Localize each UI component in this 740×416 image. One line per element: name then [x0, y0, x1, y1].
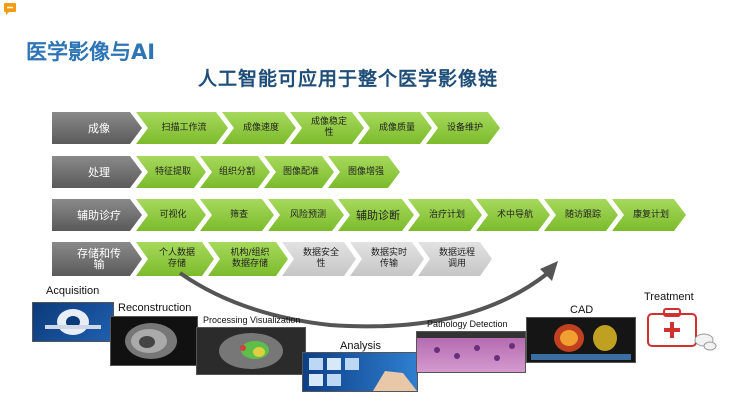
- row-label: 辅助诊疗: [52, 199, 142, 231]
- step-chevron: 随访跟踪: [544, 199, 618, 231]
- step-chevron: 筛查: [200, 199, 274, 231]
- pathology-label: Pathology Detection: [427, 319, 508, 329]
- step-chevron: 个人数据 存储: [136, 242, 214, 276]
- row-label: 存储和传 输: [52, 242, 142, 276]
- deck-title: 医学影像与AI: [26, 40, 156, 64]
- row-imaging: 成像 扫描工作流 成像速度 成像稳定 性 成像质量 设备维护: [52, 112, 512, 144]
- row-label: 成像: [52, 112, 142, 144]
- step-chevron: 成像质量: [358, 112, 432, 144]
- analysis-label: Analysis: [340, 340, 381, 352]
- step-chevron: 治疗计划: [408, 199, 482, 231]
- step-chevron: 图像增强: [328, 156, 400, 188]
- chat-logo-icon: [4, 3, 16, 15]
- slide-subtitle: 人工智能可应用于整个医学影像链: [198, 68, 499, 90]
- step-chevron: 风险预测: [268, 199, 344, 231]
- processing-image: [196, 327, 306, 375]
- step-chevron: 数据远程 调用: [418, 242, 492, 276]
- reconstruction-image: [110, 316, 198, 366]
- pathology-image: [416, 331, 526, 373]
- step-chevron: 可视化: [136, 199, 206, 231]
- step-chevron: 机构/组织 数据存储: [208, 242, 288, 276]
- row-diagnosis-treatment: 辅助诊疗 可视化 筛查 风险预测 辅助诊断 治疗计划 术中导航 随访跟踪 康复计…: [52, 199, 692, 231]
- step-chevron: 图像配准: [264, 156, 334, 188]
- step-chevron: 特征提取: [136, 156, 206, 188]
- step-chevron: 扫描工作流: [136, 112, 228, 144]
- step-chevron: 成像稳定 性: [290, 112, 364, 144]
- step-chevron: 康复计划: [612, 199, 686, 231]
- acquisition-image: [32, 302, 114, 342]
- row-label: 处理: [52, 156, 142, 188]
- step-chevron: 辅助诊断: [338, 199, 414, 231]
- step-chevron: 成像速度: [222, 112, 296, 144]
- medical-kit-icon: [647, 308, 717, 351]
- analysis-image: [302, 352, 418, 392]
- cad-label: CAD: [570, 304, 594, 316]
- workflow-curve-arrow: [178, 261, 558, 329]
- reconstruction-label: Reconstruction: [118, 302, 192, 314]
- acquisition-label: Acquisition: [46, 285, 100, 297]
- cad-image: [526, 317, 636, 363]
- step-chevron: 设备维护: [426, 112, 500, 144]
- treatment-label: Treatment: [644, 291, 694, 303]
- step-chevron: 数据安全 性: [282, 242, 356, 276]
- row-storage-transmission: 存储和传 输 个人数据 存储 机构/组织 数据存储 数据安全 性 数据实时 传输…: [52, 242, 492, 276]
- row-processing: 处理 特征提取 组织分割 图像配准 图像增强: [52, 156, 412, 188]
- step-chevron: 组织分割: [200, 156, 270, 188]
- step-chevron: 数据实时 传输: [350, 242, 424, 276]
- step-chevron: 术中导航: [476, 199, 550, 231]
- processing-label: Processing Visualization: [203, 315, 301, 325]
